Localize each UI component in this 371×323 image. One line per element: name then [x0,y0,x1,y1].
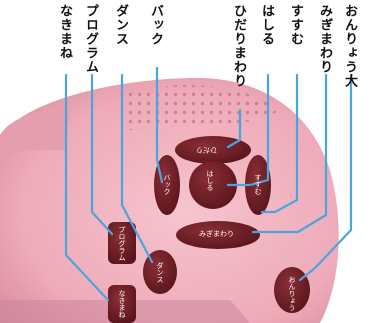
button-dance-label: ダンス [156,262,163,283]
callout-program: プログラム [84,4,97,74]
callout-large-volume: おんりょう大 [343,4,356,88]
button-back-label: バック [163,174,170,195]
callout-turn-left: ひだりまわり [232,4,245,88]
button-left-label: ひだり [196,146,217,153]
button-volume-label: おんりょう [288,276,295,311]
callout-back: バック [149,4,162,46]
callout-cry: なきまね [58,4,71,60]
callout-forward: すすむ [289,4,302,46]
callout-turn-right: みぎまわり [318,4,331,74]
button-forward-label: すすむ [254,174,261,195]
callout-dance: ダンス [114,4,127,46]
button-cry-label: なきまね [118,290,125,318]
button-run-label: はしる [206,170,213,191]
callout-run: はしる [260,4,273,46]
button-turn-right-label: みぎまわり [199,231,234,238]
button-program-label: プログラム [118,226,125,261]
